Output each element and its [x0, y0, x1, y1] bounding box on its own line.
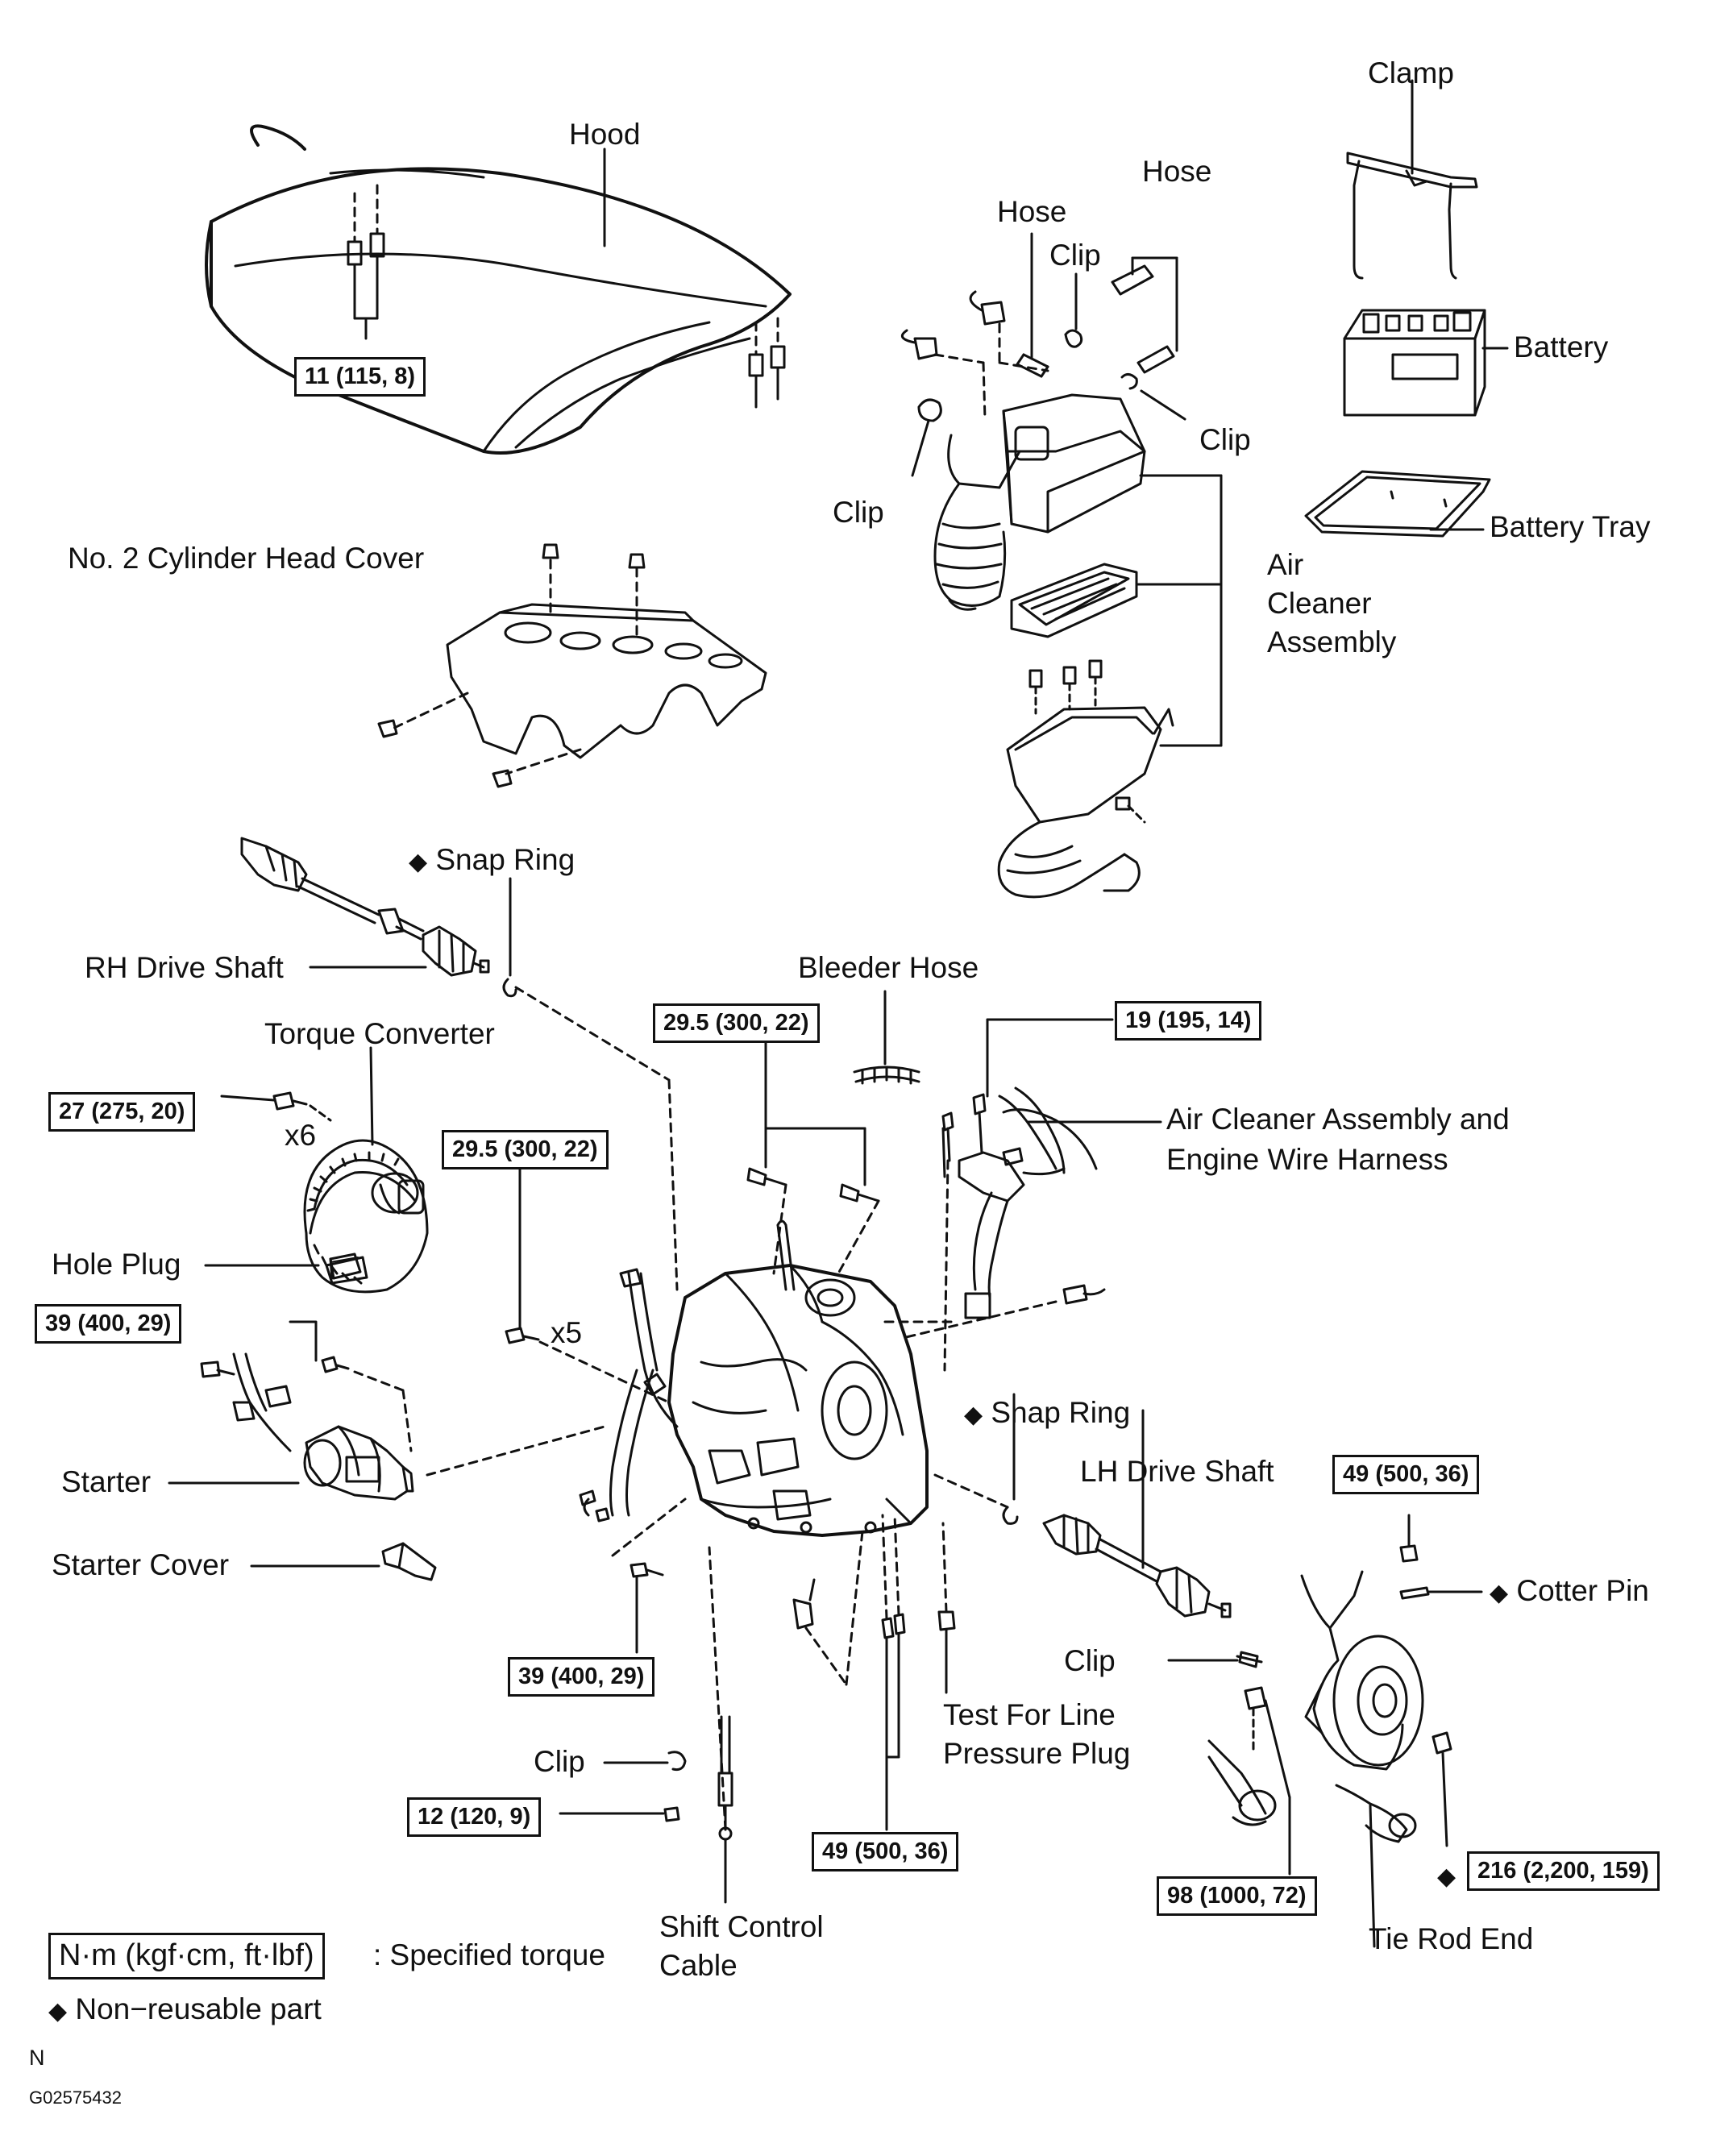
- torque-mount-bolts: 49 (500, 36): [812, 1832, 959, 1871]
- torque-hub-nut: 216 (2,200, 159): [1467, 1851, 1660, 1891]
- torque-converter-drawing: [220, 1046, 429, 1294]
- nonreusable-diamond-icon: ◆: [1437, 1863, 1456, 1890]
- harness-bracket-drawing: [853, 990, 1162, 1372]
- label-test-plug-line1: Test For Line: [943, 1698, 1116, 1731]
- torque-converter-bolts: 27 (275, 20): [48, 1092, 196, 1132]
- label-clip-top: Clip: [1049, 239, 1101, 272]
- torque-bracket-bolts: 29.5 (300, 22): [653, 1003, 820, 1043]
- nonreusable-diamond-icon: ◆: [964, 1402, 983, 1428]
- label-clip-left: Clip: [833, 496, 884, 529]
- torque-lower-bolt: 39 (400, 29): [508, 1657, 655, 1697]
- label-bleeder-hose: Bleeder Hose: [798, 951, 979, 984]
- cylinder-head-cover-drawing: [377, 543, 767, 788]
- diamond-hub-nut: ◆: [1437, 1858, 1456, 1892]
- label-x5: x5: [551, 1316, 583, 1349]
- label-hose-lower: Hose: [997, 195, 1067, 228]
- nonreusable-diamond-icon: ◆: [1490, 1580, 1509, 1606]
- transaxle-drawing: [514, 986, 1019, 1537]
- torque-cable-nut: 12 (120, 9): [407, 1797, 542, 1837]
- nonreusable-diamond-icon: ◆: [48, 1998, 68, 2025]
- label-air-cleaner-line1: Air: [1267, 548, 1304, 581]
- label-hose-upper: Hose: [1142, 155, 1212, 188]
- rh-drive-shaft-drawing: [240, 837, 517, 998]
- label-shift-cable-line2: Cable: [659, 1949, 738, 1982]
- label-torque-converter: Torque Converter: [264, 1017, 495, 1050]
- battery-drawing: [1304, 79, 1509, 538]
- label-air-cleaner-line3: Assembly: [1267, 625, 1397, 658]
- air-cleaner-drawing: [900, 232, 1223, 899]
- label-clip-right: Clip: [1199, 423, 1251, 456]
- label-hood: Hood: [569, 118, 641, 151]
- footer-code: G02575432: [29, 2087, 122, 2108]
- legend-nonreusable: ◆ Non−reusable part: [48, 1992, 322, 2025]
- hood-drawing: [205, 124, 792, 455]
- label-snap-ring-upper: ◆ Snap Ring: [409, 843, 576, 876]
- label-cotter-pin: ◆ Cotter Pin: [1490, 1574, 1649, 1607]
- label-battery: Battery: [1514, 330, 1609, 363]
- torque-harness-bolt: 19 (195, 14): [1115, 1001, 1262, 1041]
- label-starter-cover: Starter Cover: [52, 1548, 230, 1581]
- legend-unit-box: N·m (kgf·cm, ft·lbf): [48, 1933, 325, 1979]
- label-cylinder-head-cover: No. 2 Cylinder Head Cover: [68, 542, 425, 575]
- legend-unit-description: : Specified torque: [373, 1938, 605, 1971]
- hole-plug-drawing: [325, 1256, 368, 1285]
- knuckle-hub-drawing: [1167, 1514, 1483, 1948]
- label-harness-line2: Engine Wire Harness: [1166, 1143, 1448, 1176]
- label-tie-rod-end: Tie Rod End: [1369, 1922, 1534, 1955]
- torque-cotter-nut: 49 (500, 36): [1332, 1455, 1480, 1494]
- label-starter: Starter: [61, 1465, 152, 1498]
- label-clamp: Clamp: [1368, 56, 1454, 89]
- bracket-bolts-drawing: [505, 1034, 880, 1404]
- label-shift-cable-line1: Shift Control: [659, 1910, 824, 1943]
- starter-drawing: [168, 1320, 606, 1501]
- label-test-plug-line2: Pressure Plug: [943, 1737, 1131, 1770]
- lh-drive-shaft-drawing: [1042, 1409, 1232, 1618]
- label-rh-drive-shaft: RH Drive Shaft: [85, 951, 284, 984]
- torque-transaxle-bolts: 29.5 (300, 22): [442, 1130, 609, 1169]
- label-clip-cable: Clip: [534, 1745, 585, 1778]
- torque-starter-bolts: 39 (400, 29): [35, 1304, 182, 1344]
- label-battery-tray: Battery Tray: [1490, 510, 1651, 543]
- label-hole-plug: Hole Plug: [52, 1248, 181, 1281]
- label-snap-ring-lower: ◆ Snap Ring: [964, 1396, 1131, 1429]
- lower-fastener-drawing: [559, 1498, 956, 1904]
- label-x6: x6: [285, 1119, 317, 1152]
- footer-letter: N: [29, 2046, 45, 2070]
- torque-hood-bolts: 11 (115, 8): [294, 357, 426, 397]
- starter-cover-drawing: [250, 1542, 437, 1581]
- torque-ball-joint-nut: 98 (1000, 72): [1157, 1876, 1317, 1916]
- label-lh-drive-shaft: LH Drive Shaft: [1080, 1455, 1274, 1488]
- label-harness-line1: Air Cleaner Assembly and: [1166, 1103, 1510, 1136]
- nonreusable-diamond-icon: ◆: [409, 849, 428, 875]
- label-air-cleaner-line2: Cleaner: [1267, 587, 1372, 620]
- label-clip-knuckle: Clip: [1064, 1644, 1116, 1677]
